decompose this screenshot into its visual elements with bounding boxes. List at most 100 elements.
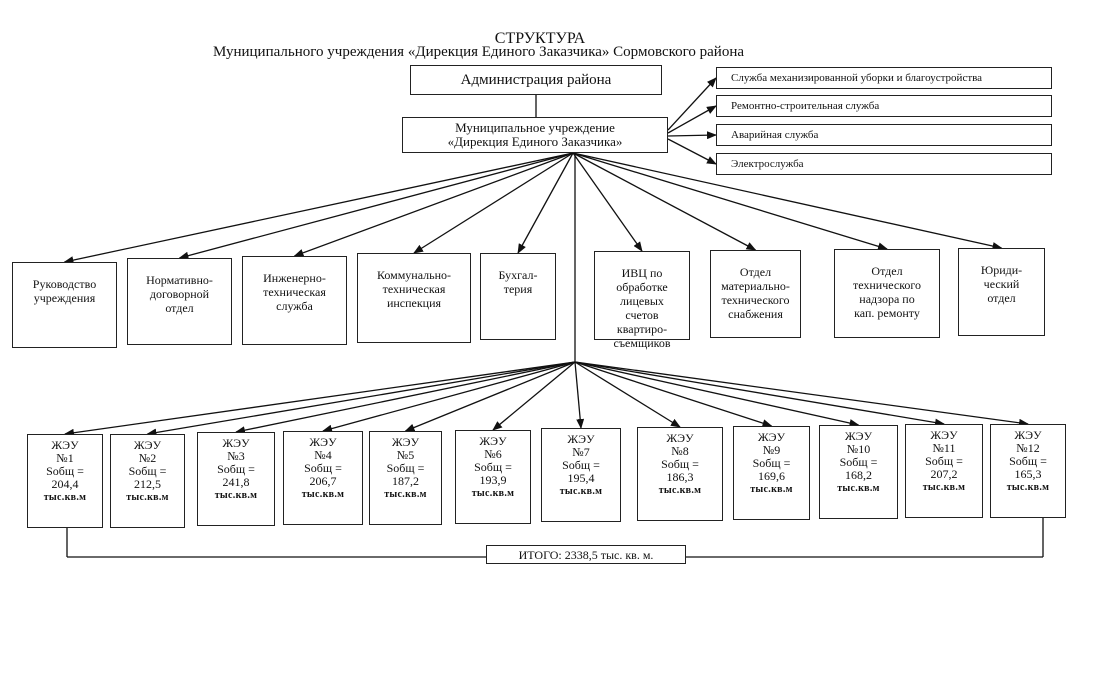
arrow — [667, 138, 717, 165]
box-text: ЖЭУ — [309, 435, 337, 449]
box-text: Электрослужба — [731, 158, 804, 170]
box-text: съемщиков — [613, 336, 671, 350]
box-text: Sобщ = — [304, 461, 342, 475]
municipal-institution-box: Муниципальное учреждение «Дирекция Едино… — [402, 117, 668, 153]
box-text: Sобщ = — [46, 464, 84, 478]
arrow — [235, 361, 576, 435]
box-text: лицевых — [620, 294, 664, 308]
box-text: тыс.кв.м — [1006, 482, 1050, 493]
arrow — [178, 152, 574, 260]
box-text: ЖЭУ — [567, 432, 595, 446]
box-text: отдел — [165, 301, 194, 315]
box-text: №10 — [846, 442, 871, 456]
box-text: 165,3 — [1014, 467, 1042, 481]
service-box: Ремонтно-строительная служба — [716, 95, 1052, 117]
total-area-box: ИТОГО: 2338,5 тыс. кв. м. — [486, 545, 686, 564]
box-text: Sобщ = — [752, 456, 791, 470]
admin-label: Администрация района — [460, 72, 612, 88]
box-text: 193,9 — [479, 473, 507, 487]
box-text: тыс.кв.м — [559, 486, 603, 497]
arrow — [667, 77, 717, 131]
box-text: Ремонтно-строительная служба — [731, 100, 880, 112]
box-text: Отдел — [871, 264, 903, 278]
box-text: №3 — [227, 449, 245, 463]
box-text: ЖЭУ — [844, 429, 873, 443]
arrow — [322, 361, 576, 433]
box-text: 241,8 — [222, 475, 250, 489]
arrow — [146, 361, 576, 437]
box-text: Коммунально- — [376, 268, 452, 282]
box-text: ЖЭУ — [930, 428, 958, 442]
box-text: ческий — [983, 277, 1020, 291]
box-text: тыс.кв.м — [750, 484, 793, 495]
box-text: отдел — [987, 291, 1016, 305]
mu-label-line: «Дирекция Единого Заказчика» — [447, 134, 623, 149]
box-text: Sобщ = — [128, 464, 167, 478]
box-text: тыс.кв.м — [126, 492, 169, 503]
box-text: техническая — [263, 285, 326, 299]
box-text: тыс.кв.м — [837, 483, 880, 494]
chart-title: СТРУКТУРА — [494, 30, 586, 47]
box-text: инспекция — [386, 296, 442, 310]
box-text: 204,4 — [51, 477, 79, 491]
box-text: ЖЭУ — [222, 436, 250, 450]
box-text: Sобщ = — [1009, 454, 1047, 468]
arrow — [572, 152, 643, 252]
service-box: Аварийная служба — [716, 124, 1052, 146]
box-text: техническая — [382, 282, 446, 296]
arrow — [574, 361, 681, 428]
arrow — [517, 152, 574, 254]
box-text: ИВЦ по — [621, 266, 663, 280]
arrow — [574, 361, 773, 428]
box-text: Sобщ = — [217, 462, 255, 476]
box-text: служба — [276, 299, 313, 313]
arrow — [574, 361, 585, 429]
arrow — [574, 361, 1029, 427]
box-text: 195,4 — [567, 471, 595, 485]
district-administration-box: Администрация района — [410, 65, 662, 95]
box-text: ЖЭУ — [666, 431, 694, 445]
arrow — [64, 361, 576, 437]
box-text: тыс.кв.м — [658, 485, 702, 496]
box-text: №1 — [56, 451, 74, 465]
box-text: №5 — [396, 448, 415, 462]
box-text: Руководство — [32, 277, 97, 291]
box-text: Sобщ = — [474, 460, 512, 474]
chart-subtitle: Муниципального учреждения «Дирекция Един… — [213, 44, 745, 60]
box-text: №6 — [484, 447, 502, 461]
arrow — [404, 361, 576, 432]
total-label: ИТОГО: 2338,5 тыс. кв. м. — [518, 547, 654, 562]
arrow — [492, 361, 576, 431]
box-text: тыс.кв.м — [43, 492, 87, 503]
box-text: ЖЭУ — [479, 434, 507, 448]
service-box: Служба механизированной уборки и благоус… — [716, 67, 1052, 89]
box-text: 186,3 — [666, 470, 694, 484]
box-text: Sобщ = — [839, 455, 878, 469]
arrow — [574, 361, 860, 427]
box-text: договорной — [149, 287, 210, 301]
box-text: тыс.кв.м — [214, 490, 258, 501]
department-box: Бухгал-терия — [480, 253, 556, 340]
arrow — [667, 105, 717, 134]
arrow — [413, 152, 574, 254]
box-text: №2 — [138, 451, 157, 465]
box-text: Sобщ = — [925, 454, 963, 468]
box-text: учреждения — [33, 291, 96, 305]
box-text: 207,2 — [930, 467, 958, 481]
box-text: ЖЭУ — [51, 438, 79, 452]
arrow — [667, 131, 717, 140]
box-text: 212,5 — [134, 477, 161, 491]
box-text: Sобщ = — [661, 457, 699, 471]
box-text: №11 — [932, 441, 956, 455]
